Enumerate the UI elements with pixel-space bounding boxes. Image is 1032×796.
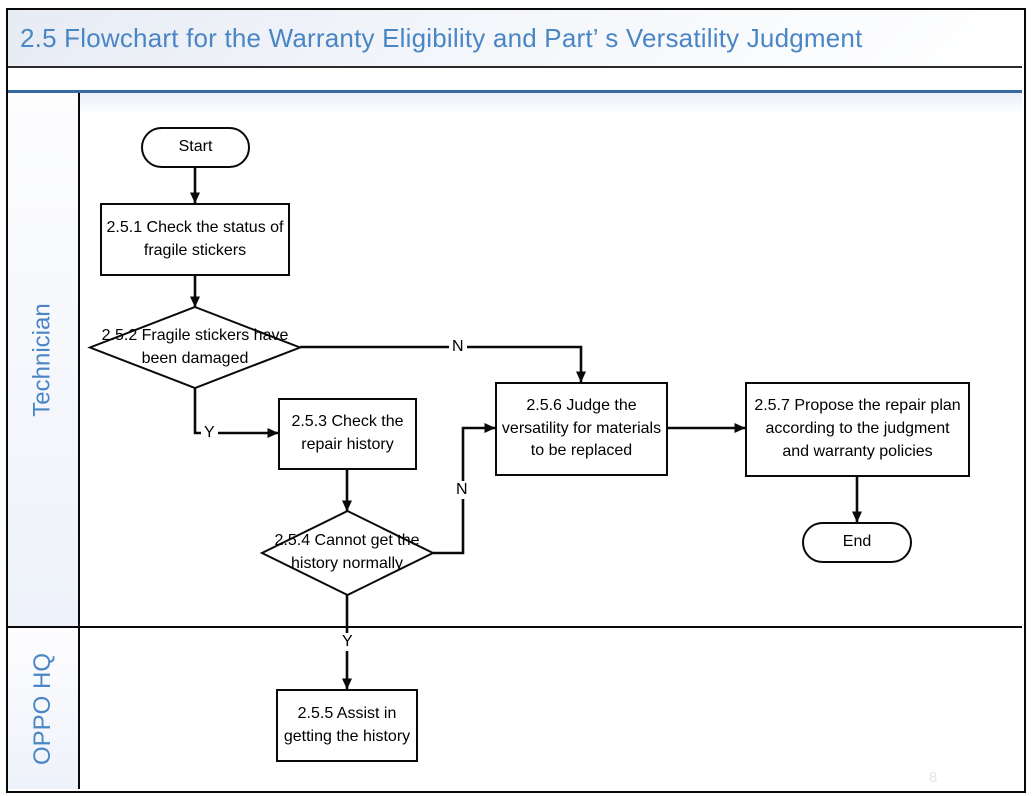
page-title: 2.5 Flowchart for the Warranty Eligibili… bbox=[20, 22, 863, 53]
flow-node-2-5-7: 2.5.7 Propose the repair plan according … bbox=[745, 382, 970, 477]
page-number: 8 bbox=[929, 769, 938, 786]
edge-252-no-to-256 bbox=[300, 345, 586, 383]
edge-label-254-no: N bbox=[453, 481, 471, 499]
flow-node-2-5-6: 2.5.6 Judge the versatility for material… bbox=[495, 382, 668, 476]
flow-node-2-5-2: 2.5.2 Fragile stickers have been damaged bbox=[101, 326, 289, 367]
lane-column-divider bbox=[78, 93, 80, 789]
edge-252-yes-to-253 bbox=[193, 388, 279, 438]
flow-node-2-5-1: 2.5.1 Check the status of fragile sticke… bbox=[100, 203, 290, 276]
decision-shape-252 bbox=[87, 305, 303, 390]
outer-frame bbox=[6, 8, 1026, 793]
body-top-tint bbox=[8, 93, 1022, 115]
flow-node-2-5-5: 2.5.5 Assist in getting the history bbox=[276, 689, 418, 762]
title-bar: 2.5 Flowchart for the Warranty Eligibili… bbox=[8, 10, 1022, 68]
lane-header-oppo-hq: OPPO HQ bbox=[8, 628, 78, 789]
decision-shape-254 bbox=[259, 509, 436, 597]
edge-label-252-no: N bbox=[449, 338, 467, 356]
edge-label-254-yes: Y bbox=[339, 633, 356, 651]
lane-header-technician: Technician bbox=[8, 93, 78, 626]
lane-row-divider bbox=[8, 626, 1022, 628]
header-strip bbox=[8, 70, 1022, 93]
flow-node-start: Start bbox=[141, 127, 250, 168]
flow-node-2-5-3: 2.5.3 Check the repair history bbox=[278, 398, 417, 470]
edge-label-252-yes: Y bbox=[201, 424, 218, 442]
flow-node-end: End bbox=[802, 522, 912, 563]
flow-node-2-5-4: 2.5.4 Cannot get the history normally bbox=[274, 532, 420, 572]
